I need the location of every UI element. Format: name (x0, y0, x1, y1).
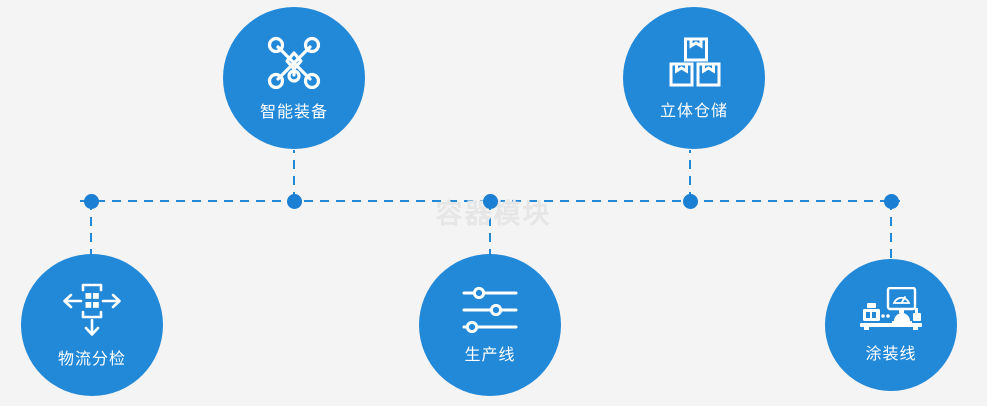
trunk-dot-production (482, 193, 498, 209)
network-nodes-icon (266, 35, 322, 89)
node-stereo-warehouse[interactable]: 立体仓储 (623, 7, 765, 149)
node-label-logistics-sorting: 物流分检 (57, 351, 126, 368)
sliders-icon (461, 286, 519, 334)
node-production-line[interactable]: 生产线 (419, 254, 561, 396)
trunk-dot-logistics (83, 193, 99, 209)
trunk-dot-equipment (286, 193, 302, 209)
trunk-dot-warehouse (682, 193, 698, 209)
sorting-arrows-icon (61, 282, 123, 338)
stacked-boxes-icon (667, 36, 721, 88)
node-label-painting-line: 涂装线 (865, 346, 917, 363)
node-label-stereo-warehouse: 立体仓储 (659, 103, 728, 120)
factory-machine-icon (858, 287, 924, 333)
node-label-production-line: 生产线 (464, 347, 516, 364)
node-painting-line[interactable]: 涂装线 (825, 259, 957, 391)
trunk-dot-painting (883, 193, 899, 209)
node-intelligent-equipment[interactable]: 智能装备 (223, 7, 365, 149)
node-label-intelligent-equipment: 智能装备 (259, 104, 328, 121)
node-logistics-sorting[interactable]: 物流分检 (21, 254, 163, 396)
